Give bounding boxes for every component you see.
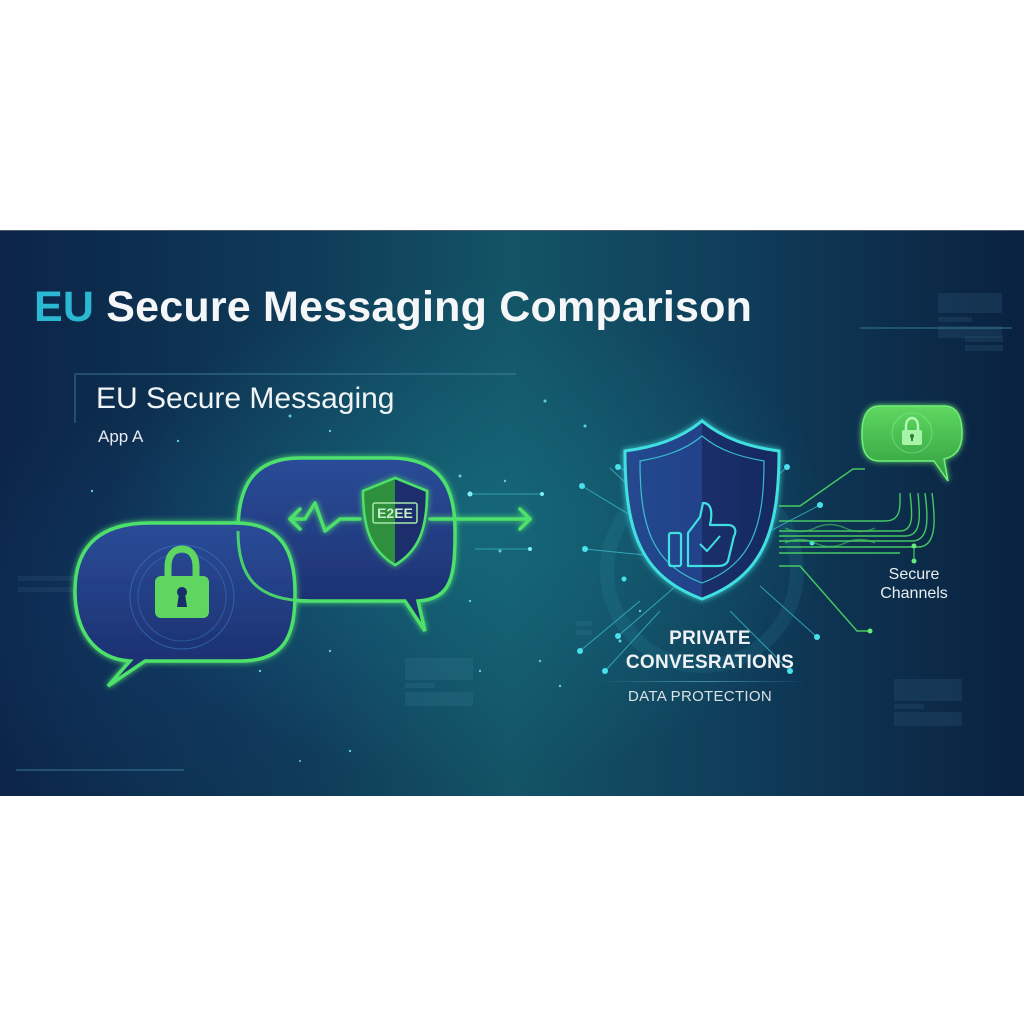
ghost-block xyxy=(405,658,473,680)
data-protection-label: DATA PROTECTION xyxy=(628,688,772,705)
ghost-block xyxy=(405,692,473,706)
section-subtitle: EU Secure Messaging xyxy=(96,382,395,415)
title-accent: EU xyxy=(34,283,95,331)
shield-thumbs-up-icon xyxy=(623,419,781,601)
ghost-block xyxy=(894,679,962,701)
secure-channels-label: Secure Channels xyxy=(866,565,962,603)
app-label: App A xyxy=(98,427,144,446)
private-conversations-heading: PRIVATE CONVESRATIONS xyxy=(600,627,820,675)
hero-banner: EU Secure Messaging Comparison EU Secure… xyxy=(0,230,1024,796)
chat-bubble-lock-green-icon xyxy=(861,405,963,482)
motion-lines xyxy=(470,493,542,550)
ghost-block xyxy=(894,712,962,726)
ghost-divider xyxy=(860,327,1012,329)
ghost-block xyxy=(938,317,972,322)
ghost-block xyxy=(938,326,1002,338)
padlock-icon xyxy=(155,545,209,618)
shield-e2ee-icon: E2EE xyxy=(361,476,429,567)
ghost-divider xyxy=(16,769,184,771)
ghost-block xyxy=(965,336,1003,342)
ghost-block xyxy=(18,587,93,592)
ghost-block xyxy=(965,345,1003,351)
illustration: E2EE xyxy=(73,399,963,762)
bidirectional-arrow-icon xyxy=(288,501,532,533)
secure-channel-lines xyxy=(779,468,935,632)
caption-line-1: PRIVATE xyxy=(669,628,751,649)
ghost-block xyxy=(894,704,924,709)
ghost-block xyxy=(576,621,592,626)
ghost-block xyxy=(405,683,435,688)
ghost-block xyxy=(576,630,592,635)
svg-text:E2EE: E2EE xyxy=(377,505,413,521)
ghost-block xyxy=(938,293,1002,313)
channel-label-line-2: Channels xyxy=(880,585,948,602)
thumbs-up-icon xyxy=(667,501,737,568)
subtitle-frame xyxy=(74,373,516,423)
ghost-block xyxy=(18,576,83,581)
chat-bubble-lock-icon xyxy=(73,521,297,688)
network-nodes xyxy=(577,464,823,674)
page-title: EU Secure Messaging Comparison xyxy=(34,283,752,332)
channel-label-line-1: Secure xyxy=(888,566,940,583)
caption-divider xyxy=(598,681,808,682)
title-text: Secure Messaging Comparison xyxy=(94,283,753,331)
caption-line-2: CONVESRATIONS xyxy=(625,652,795,673)
